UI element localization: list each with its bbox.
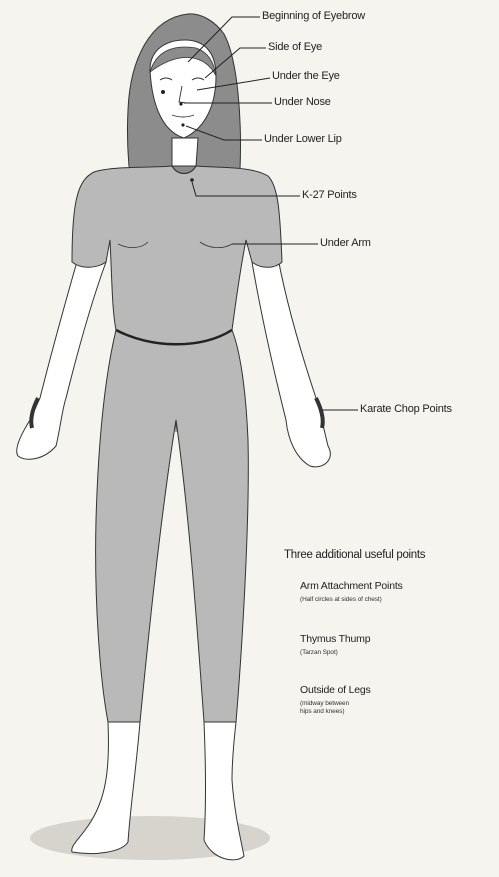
neck xyxy=(172,138,198,166)
shirt xyxy=(72,166,282,344)
label-under-arm: Under Arm xyxy=(320,237,371,249)
label-k27-points: K-27 Points xyxy=(302,189,357,201)
additional-point-note: (midway between hips and knees) xyxy=(300,700,349,716)
leggings xyxy=(96,330,249,722)
additional-point-note: (Half circles at sides of chest) xyxy=(300,596,382,604)
left-arm xyxy=(17,258,106,459)
point-dot-k27 xyxy=(190,178,194,182)
label-under-nose: Under Nose xyxy=(274,96,331,108)
additional-point-name: Thymus Thump xyxy=(300,633,370,645)
additional-point-note: (Tarzan Spot) xyxy=(300,649,338,657)
point-dot-under-eye xyxy=(161,90,165,94)
label-under-the-eye: Under the Eye xyxy=(272,70,340,82)
additional-point-name: Outside of Legs xyxy=(300,684,371,696)
label-karate-chop-points: Karate Chop Points xyxy=(360,403,452,415)
additional-points-title: Three additional useful points xyxy=(284,549,425,561)
point-dot-under-lip xyxy=(181,123,184,126)
right-arm xyxy=(252,258,330,467)
label-beginning-of-eyebrow: Beginning of Eyebrow xyxy=(262,10,365,22)
label-under-lower-lip: Under Lower Lip xyxy=(264,133,342,145)
additional-point-name: Arm Attachment Points xyxy=(300,580,403,592)
point-dot-under-nose xyxy=(179,102,182,105)
right-foot xyxy=(204,722,244,860)
label-side-of-eye: Side of Eye xyxy=(268,41,322,53)
